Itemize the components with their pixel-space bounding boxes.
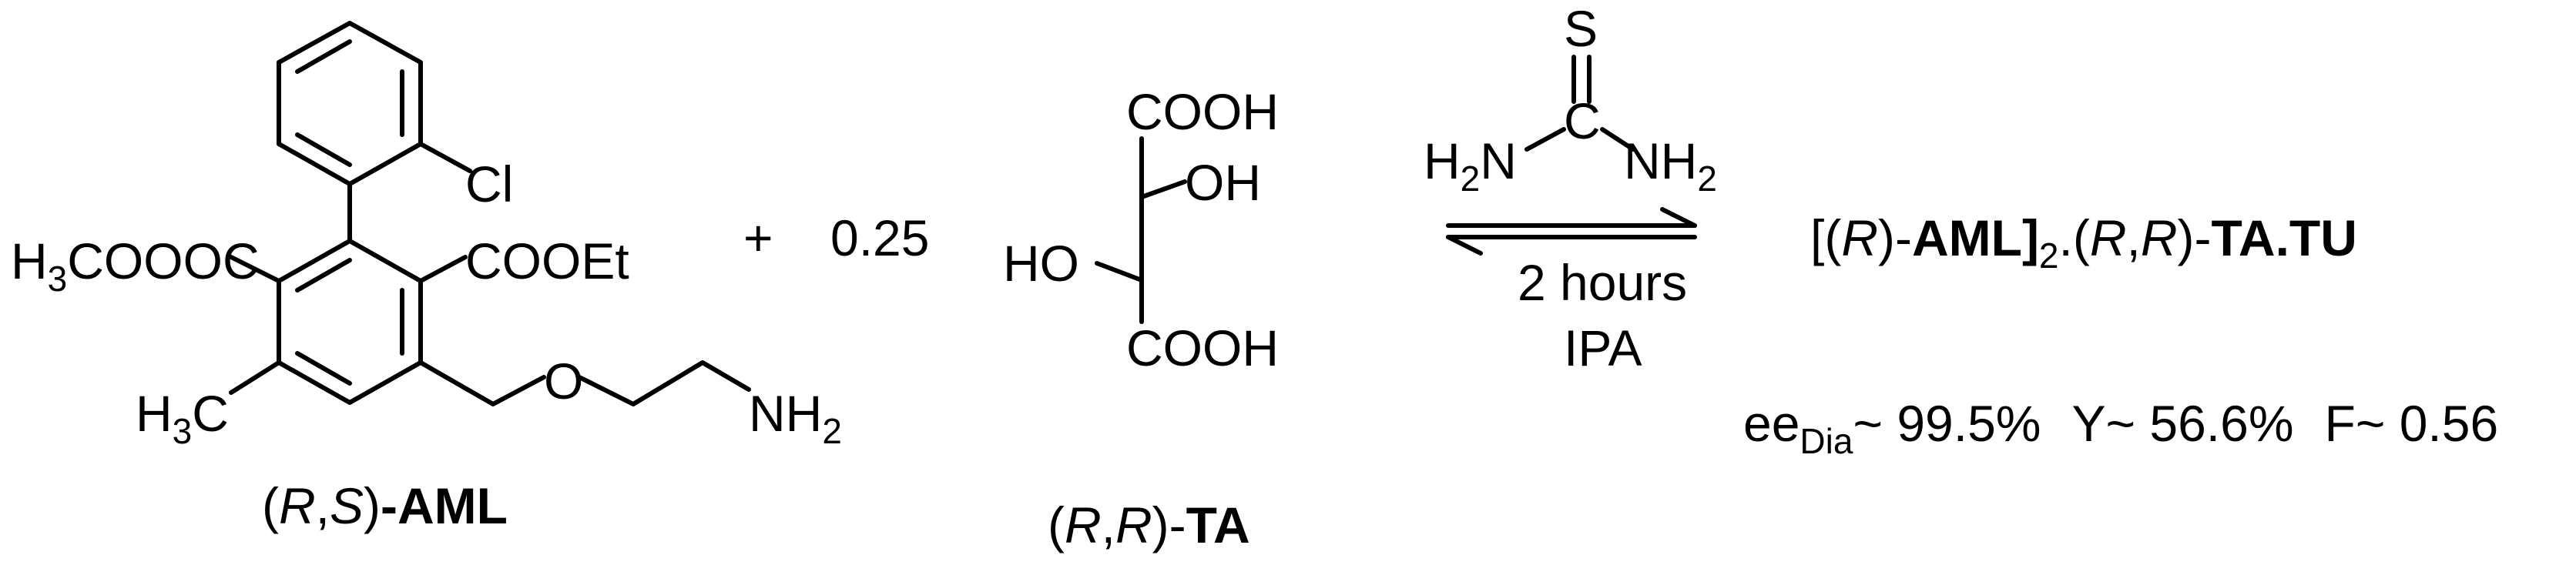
amine-label: NH2 (749, 385, 842, 451)
ether-oxygen-label: O (544, 353, 583, 410)
plus-sign: + (743, 209, 773, 266)
ho-label: HO (1003, 235, 1079, 292)
reaction-solvent: IPA (1564, 319, 1642, 376)
reaction-time: 2 hours (1518, 254, 1687, 311)
central-ring (277, 239, 423, 405)
cooh-bottom-label: COOH (1126, 319, 1279, 376)
chlorine-label: Cl (465, 155, 513, 212)
equilibrium-arrow (1446, 207, 1697, 256)
methyl-ester-label: H3COOOC (11, 232, 260, 299)
sulfur-label: S (1564, 0, 1598, 57)
ethyl-ester-label: COOEt (465, 232, 629, 289)
product-label: [(R)-AML]2.(R,R)-TA.TU (1810, 209, 2357, 276)
carbon-label: C (1564, 92, 1601, 149)
stoichiometry: 0.25 (830, 209, 929, 266)
thiourea-structure: S C H2N NH2 (1424, 0, 1717, 199)
aml-structure: Cl H3COOOC COOEt H3C O NH2 (R,S)-AML (11, 21, 842, 534)
chlorophenyl-ring (277, 21, 423, 186)
results-line: eeDia~ 99.5%Y~ 56.6%F~ 0.56 (1743, 395, 2498, 461)
ta-caption: (R,R)-TA (1048, 496, 1250, 553)
oh-label: OH (1185, 154, 1261, 211)
aml-caption: (R,S)-AML (262, 477, 508, 534)
tartaric-acid-structure: COOH OH HO COOH (R,R)-TA (1003, 83, 1279, 553)
cooh-top-label: COOH (1126, 83, 1279, 140)
amine-right-label: NH2 (1624, 132, 1717, 199)
methyl-label: H3C (136, 385, 229, 451)
amine-left-label: H2N (1424, 132, 1517, 199)
